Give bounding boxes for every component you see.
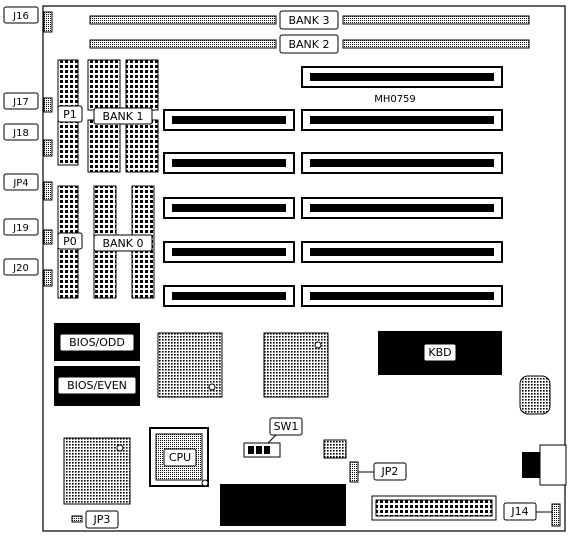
label-j18: J18 — [3, 123, 39, 141]
board-outline — [42, 5, 566, 532]
label-jp4: JP4 — [3, 173, 39, 191]
j14-header — [551, 503, 561, 527]
label-bios-odd: BIOS/ODD — [59, 333, 135, 352]
p0-text: P0 — [63, 235, 77, 248]
label-j17: J17 — [3, 92, 39, 110]
label-p0: P0 — [57, 232, 83, 250]
square-chip-3 — [63, 437, 131, 505]
label-bank-3: BANK 3 — [279, 10, 339, 30]
jp3-text: JP3 — [93, 513, 111, 526]
sw1-dip-switch — [243, 442, 281, 458]
simm-bank-2 — [89, 39, 530, 49]
label-bank-1: BANK 1 — [93, 107, 153, 125]
cpu-text: CPU — [169, 451, 191, 464]
j19-text: J19 — [12, 223, 29, 234]
square-chip-2 — [263, 332, 329, 398]
label-kbd: KBD — [423, 343, 457, 362]
label-jp2: JP2 — [358, 462, 407, 481]
jp4-text: JP4 — [12, 178, 28, 189]
power-connector — [371, 495, 497, 521]
large-chip — [220, 484, 346, 526]
model-number: MH0759 — [374, 94, 416, 105]
label-bios-even: BIOS/EVEN — [57, 376, 137, 395]
label-sw1: SW1 — [267, 417, 303, 444]
kbd-text: KBD — [428, 346, 451, 359]
j14-text: J14 — [510, 505, 528, 518]
keyboard-connector — [522, 444, 567, 486]
bank-0-text: BANK 0 — [102, 237, 143, 250]
bank-1-text: BANK 1 — [102, 110, 143, 123]
j16-text: J16 — [12, 11, 29, 22]
expansion-slots — [163, 66, 503, 307]
bank-3-text: BANK 3 — [288, 14, 329, 27]
simm-bank-3 — [89, 15, 530, 25]
square-chip-1 — [157, 332, 223, 398]
label-j19: J19 — [3, 218, 39, 236]
label-j14: J14 — [503, 502, 552, 521]
label-bank-0: BANK 0 — [93, 234, 153, 252]
jumper-headers-left — [43, 11, 53, 287]
label-j16: J16 — [3, 6, 39, 24]
battery — [519, 375, 551, 415]
jp2-text: JP2 — [381, 465, 399, 478]
jp3-header — [71, 515, 83, 523]
label-p1: P1 — [57, 105, 83, 123]
label-j20: J20 — [3, 258, 39, 276]
label-bank-2: BANK 2 — [279, 34, 339, 54]
jp2-header — [349, 461, 359, 483]
label-jp3: JP3 — [85, 510, 119, 529]
crystal-oscillator — [323, 439, 347, 459]
p1-text: P1 — [63, 108, 77, 121]
bank-2-text: BANK 2 — [288, 38, 329, 51]
bios-odd-text: BIOS/ODD — [69, 336, 125, 349]
j20-text: J20 — [12, 263, 29, 274]
j17-text: J17 — [12, 97, 29, 108]
j18-text: J18 — [12, 128, 29, 139]
label-cpu: CPU — [163, 448, 197, 467]
sw1-text: SW1 — [274, 420, 299, 433]
bios-even-text: BIOS/EVEN — [67, 379, 127, 392]
